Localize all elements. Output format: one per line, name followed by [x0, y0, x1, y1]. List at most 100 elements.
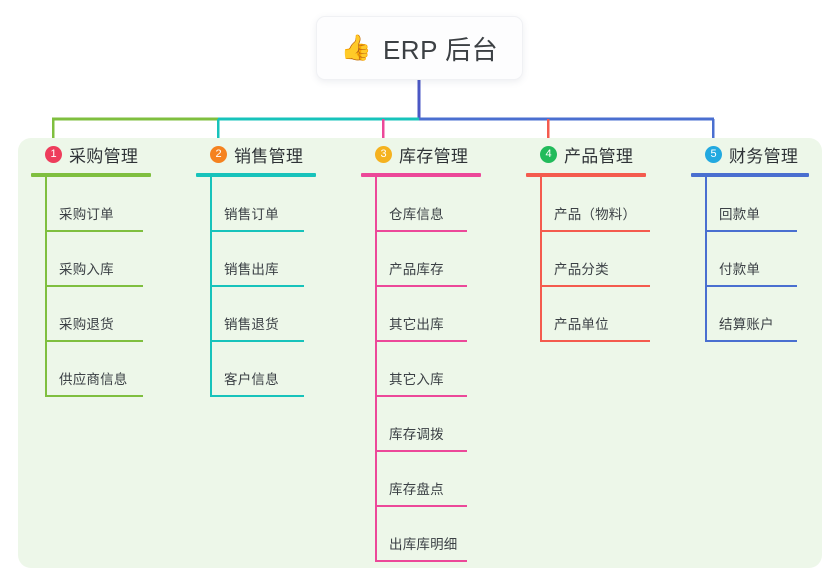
branch-item-label: 销售出库 — [224, 262, 279, 277]
root-node-content: 👍 ERP 后台 — [341, 30, 498, 67]
branch-item-rule — [375, 340, 467, 342]
branch-column-5: 5 财务管理回款单付款单结算账户 — [691, 140, 809, 342]
branch-item-label: 库存调拨 — [389, 427, 444, 442]
root-node-title: ERP 后台 — [382, 34, 499, 65]
branch-item-rule — [375, 230, 467, 232]
branch-title: 销售管理 — [234, 146, 304, 166]
branch-item-label: 其它入库 — [389, 372, 444, 387]
branch-item[interactable]: 供应商信息 — [31, 342, 151, 397]
branch-item[interactable]: 销售出库 — [196, 232, 316, 287]
branch-item-label: 客户信息 — [224, 372, 279, 387]
branch-item[interactable]: 仓库信息 — [361, 177, 481, 232]
branch-item-rule — [540, 285, 650, 287]
branch-item-rule — [705, 230, 797, 232]
branch-spine — [210, 177, 212, 397]
branch-item[interactable]: 产品分类 — [526, 232, 650, 287]
root-node[interactable]: 👍 ERP 后台 — [316, 16, 523, 80]
branch-item-rule — [45, 230, 143, 232]
branch-item-label: 仓库信息 — [389, 207, 444, 222]
branch-item[interactable]: 回款单 — [691, 177, 809, 232]
branch-number-badge: 4 — [540, 145, 557, 163]
branch-header-rule — [196, 173, 316, 177]
branch-item-rule — [45, 340, 143, 342]
branch-header-5[interactable]: 5 财务管理 — [691, 140, 809, 168]
branch-item-label: 付款单 — [719, 262, 761, 277]
branch-item[interactable]: 其它入库 — [361, 342, 481, 397]
branch-item[interactable]: 产品库存 — [361, 232, 481, 287]
branch-item-rule — [210, 230, 304, 232]
branch-items: 仓库信息产品库存其它出库其它入库库存调拨库存盘点出库库明细 — [361, 177, 481, 562]
thumbs-up-icon: 👍 — [340, 33, 372, 62]
branch-items: 回款单付款单结算账户 — [691, 177, 809, 342]
branch-item-label: 产品单位 — [554, 317, 609, 332]
branch-item-label: 产品库存 — [389, 262, 444, 277]
branch-item[interactable]: 产品（物料） — [526, 177, 650, 232]
branch-item-label: 采购退货 — [59, 317, 114, 332]
branch-number-badge: 1 — [45, 145, 62, 163]
branch-header-rule — [526, 173, 646, 177]
branch-header-2[interactable]: 2 销售管理 — [196, 140, 316, 168]
branch-item-rule — [375, 395, 467, 397]
branch-item-rule — [540, 340, 650, 342]
branch-item-rule — [375, 505, 467, 507]
branch-number-badge: 5 — [705, 145, 722, 163]
branch-item-rule — [45, 285, 143, 287]
branch-header-3[interactable]: 3 库存管理 — [361, 140, 481, 168]
branch-header-rule — [361, 173, 481, 177]
branch-items: 采购订单采购入库采购退货供应商信息 — [31, 177, 151, 397]
branch-item-rule — [705, 285, 797, 287]
branch-item-label: 供应商信息 — [59, 372, 128, 387]
branch-title: 采购管理 — [69, 146, 139, 166]
branch-spine — [375, 177, 377, 562]
branch-number-badge: 2 — [210, 145, 227, 163]
branch-item-rule — [540, 230, 650, 232]
branch-item-rule — [375, 560, 467, 562]
branch-item-label: 采购订单 — [59, 207, 114, 222]
branch-number-badge: 3 — [375, 145, 392, 163]
branch-item-label: 结算账户 — [719, 317, 774, 332]
branch-header-rule — [31, 173, 151, 177]
branch-title: 库存管理 — [399, 146, 469, 166]
branch-item[interactable]: 结算账户 — [691, 287, 809, 342]
branch-column-3: 3 库存管理仓库信息产品库存其它出库其它入库库存调拨库存盘点出库库明细 — [361, 140, 481, 562]
branch-item-label: 回款单 — [719, 207, 761, 222]
branch-header-1[interactable]: 1 采购管理 — [31, 140, 151, 168]
branch-item-rule — [705, 340, 797, 342]
branch-column-2: 2 销售管理销售订单销售出库销售退货客户信息 — [196, 140, 316, 397]
branch-item-rule — [375, 450, 467, 452]
branch-item[interactable]: 库存盘点 — [361, 452, 481, 507]
branch-item-label: 出库库明细 — [389, 537, 458, 552]
branch-item-label: 销售退货 — [224, 317, 279, 332]
branch-item[interactable]: 付款单 — [691, 232, 809, 287]
branch-item[interactable]: 采购入库 — [31, 232, 151, 287]
branch-item-label: 采购入库 — [59, 262, 114, 277]
branch-spine — [540, 177, 542, 342]
branch-item[interactable]: 销售退货 — [196, 287, 316, 342]
branch-header-4[interactable]: 4 产品管理 — [526, 140, 646, 168]
branch-item[interactable]: 其它出库 — [361, 287, 481, 342]
branch-item-rule — [210, 285, 304, 287]
branch-item-rule — [210, 340, 304, 342]
branch-item-rule — [375, 285, 467, 287]
branch-title: 财务管理 — [729, 146, 799, 166]
branch-item[interactable]: 出库库明细 — [361, 507, 481, 562]
branch-column-4: 4 产品管理产品（物料） 产品分类产品单位 — [526, 140, 650, 342]
branch-column-1: 1 采购管理采购订单采购入库采购退货供应商信息 — [31, 140, 151, 397]
branch-item[interactable]: 库存调拨 — [361, 397, 481, 452]
branch-item[interactable]: 采购订单 — [31, 177, 151, 232]
branch-item-label: 产品（物料） — [554, 207, 637, 222]
branch-items: 销售订单销售出库销售退货客户信息 — [196, 177, 316, 397]
branch-item[interactable]: 产品单位 — [526, 287, 650, 342]
branch-header-rule — [691, 173, 809, 177]
branch-item-label: 库存盘点 — [389, 482, 444, 497]
branch-spine — [45, 177, 47, 397]
branch-items: 产品（物料） 产品分类产品单位 — [526, 177, 650, 342]
branch-item[interactable]: 客户信息 — [196, 342, 316, 397]
branch-item-rule — [45, 395, 143, 397]
branch-item-label: 其它出库 — [389, 317, 444, 332]
branch-item[interactable]: 采购退货 — [31, 287, 151, 342]
branch-item-rule — [210, 395, 304, 397]
branch-item[interactable]: 销售订单 — [196, 177, 316, 232]
branch-title: 产品管理 — [564, 146, 634, 166]
